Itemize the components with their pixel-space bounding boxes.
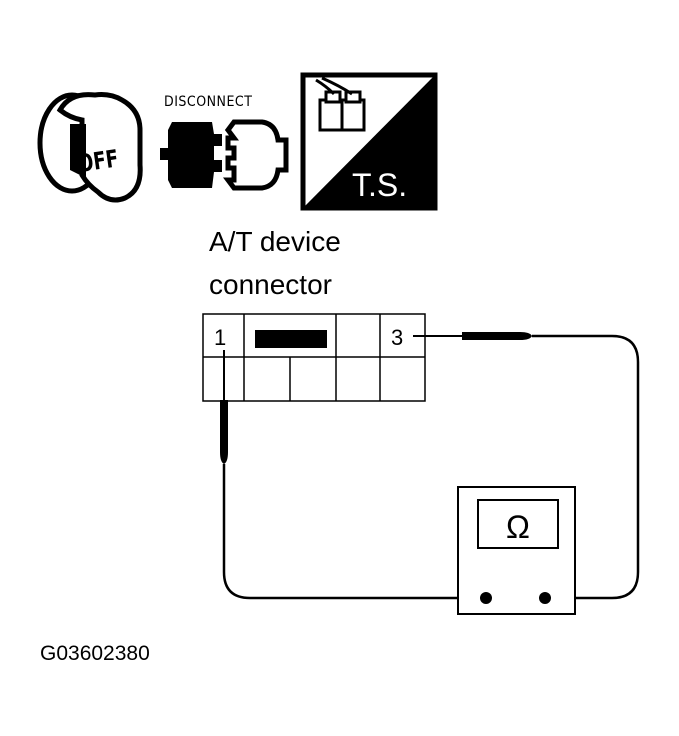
ignition-off-text: OFF: [76, 145, 120, 178]
connector-label-line1: A/T device: [209, 226, 341, 257]
connector-latch: [255, 330, 327, 348]
pin-3-label: 3: [391, 325, 403, 350]
ohm-symbol: Ω: [506, 509, 530, 545]
disconnect-label: DISCONNECT: [164, 94, 252, 110]
ohmmeter-icon: Ω: [457, 486, 576, 615]
connector-label-line2: connector: [209, 269, 332, 300]
ignition-key-off-icon: OFF: [37, 92, 143, 203]
connector-body: 1 3: [202, 313, 426, 402]
probe-pin-3: [413, 332, 640, 600]
terminal-side-icon: T.S.: [300, 72, 438, 211]
pin-1-label: 1: [214, 325, 226, 350]
disconnect-connector-icon: DISCONNECT: [160, 94, 289, 191]
meter-terminal-right: [539, 592, 551, 604]
probe-pin-1: [220, 350, 478, 600]
meter-terminal-left: [480, 592, 492, 604]
figure-code: G03602380: [40, 642, 150, 665]
ts-text: T.S.: [352, 167, 407, 203]
